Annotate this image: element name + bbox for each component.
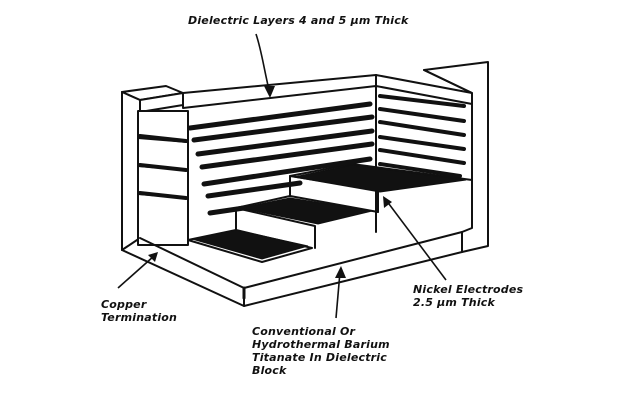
arrowheads: [148, 86, 392, 278]
nickel-label-line-2: 2.5 µm Thick: [413, 296, 496, 309]
nickel-electrodes-right: [378, 94, 466, 178]
nickel-electrodes-left: [187, 101, 375, 216]
nickel-electrodes-label: Nickel Electrodes 2.5 µm Thick: [413, 283, 523, 309]
barium-label-line-3: Titanate In Dielectric: [252, 351, 387, 364]
right-copper-termination: [423, 61, 489, 253]
front-layer-stack: [137, 110, 189, 246]
exposed-electrode-plates: [191, 164, 467, 260]
copper-label-line-1: Copper: [101, 298, 147, 311]
nickel-label-line-1: Nickel Electrodes: [413, 283, 524, 296]
copper-termination-label: Copper Termination: [101, 298, 177, 324]
barium-label-line-2: Hydrothermal Barium: [252, 338, 390, 351]
dielectric-layers-label: Dielectric Layers 4 and 5 µm Thick: [188, 14, 409, 27]
block-base: [121, 231, 463, 307]
barium-label-line-4: Block: [252, 364, 287, 377]
copper-label-line-2: Termination: [101, 311, 178, 324]
front-face-electrodes: [138, 134, 188, 200]
barium-titanate-label: Conventional Or Hydrothermal Barium Tita…: [252, 325, 390, 377]
barium-label-line-1: Conventional Or: [252, 325, 356, 338]
